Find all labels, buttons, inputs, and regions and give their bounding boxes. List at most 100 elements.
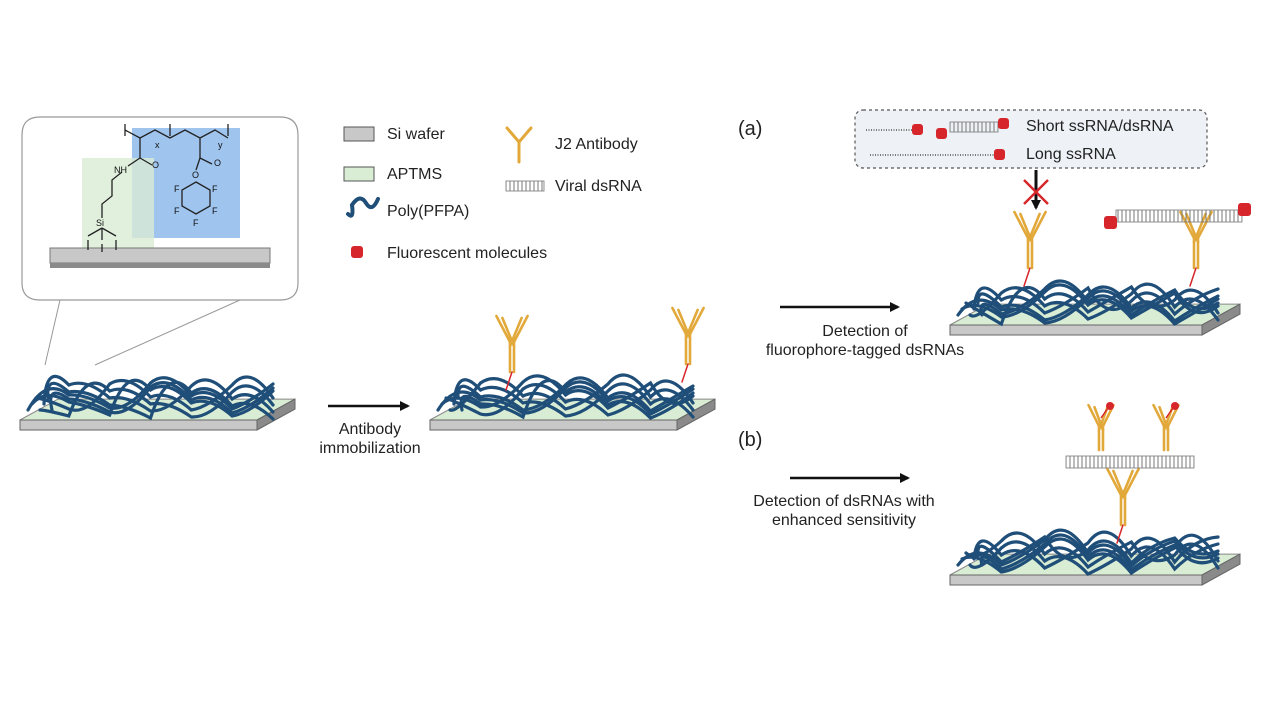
step-antibody-immobilization-line-1: Antibody [338, 421, 402, 438]
legend-viral-dsrna: Viral dsRNA [555, 178, 642, 195]
antibody-2-immobilized [671, 306, 705, 383]
wafer-side [1201, 303, 1241, 336]
poly-pfpa-chain [452, 378, 695, 419]
step-detection-tagged-line-2: fluorophore-tagged dsRNAs [765, 342, 965, 360]
surfaces [19, 279, 1241, 586]
poly-pfpa-chain [46, 380, 275, 421]
poly-pfpa-chain [30, 378, 275, 418]
poly-pfpa-chain [49, 381, 275, 415]
poly-pfpa-chain [38, 381, 275, 419]
inset-wafer-side [50, 263, 270, 268]
step-antibody-immobilization: Antibody immobilization [318, 420, 422, 458]
poly-pfpa-chain [448, 373, 695, 412]
poly-pfpa-chain [968, 282, 1220, 322]
poly-pfpa-chain [26, 376, 275, 412]
viral-dsrna-legend-icon [505, 180, 545, 192]
fluorophore-icon [351, 246, 363, 258]
ssrna-box-frame [854, 109, 1208, 169]
chem-o-label-3: O [192, 170, 200, 180]
legend-icons [343, 126, 545, 258]
wafer-side [676, 398, 716, 431]
poly-pfpa-chain [34, 375, 275, 412]
poly-pfpa-chain [960, 533, 1220, 576]
legend-si-wafer: Si wafer [387, 126, 445, 143]
inset-wafer [49, 247, 271, 264]
step-antibody-immobilization-line-2: immobilization [319, 440, 421, 458]
chem-f-label-2: F [212, 184, 218, 194]
chem-f-label-3: F [174, 206, 180, 216]
poly-pfpa-chain [960, 283, 1220, 321]
short-dsrna-fluorophore-left [936, 128, 947, 139]
box-short-ssrna-dsrna: Short ssRNA/dsRNA [1026, 118, 1174, 135]
polymer-backbone [87, 124, 229, 252]
dsrna-a-fluorophore-left [1104, 216, 1117, 229]
chem-f-label-1: F [174, 184, 180, 194]
legend-poly-pfpa: Poly(PFPA) [387, 203, 470, 220]
step-detection-tagged: Detection of fluorophore-tagged dsRNAs [756, 322, 974, 360]
poly-pfpa-chain [972, 530, 1220, 572]
j2-antibody-legend-icon [505, 126, 533, 164]
short-dsrna [949, 121, 999, 133]
poly-pfpa-chain [968, 535, 1220, 576]
antibody-b-secondary-1 [1087, 403, 1115, 452]
wafer-side [1201, 553, 1241, 586]
legend-fluorescent: Fluorescent molecules [387, 245, 548, 262]
antibodies [495, 210, 1213, 544]
poly-pfpa-chain [956, 528, 1220, 569]
block-cross-2 [1023, 179, 1049, 205]
box-long-ssrna: Long ssRNA [1026, 146, 1116, 163]
captured-dsrna-a [1104, 203, 1251, 229]
aptms-swatch [343, 166, 375, 182]
antibody-a-right [1179, 210, 1213, 287]
chemistry-inset [21, 116, 299, 366]
dsrna-a [1115, 209, 1243, 223]
dsrna-b [1065, 455, 1195, 469]
inset-callout-line-left [44, 299, 61, 366]
poly-pfpa-chain [440, 374, 695, 410]
antibody-b-secondary-2 [1152, 403, 1180, 452]
panel-label-a: (a) [738, 118, 763, 140]
dsrna-a-fluorophore-right [1238, 203, 1251, 216]
poly-pfpa-chain [979, 533, 1220, 573]
aptms-highlight [82, 158, 154, 250]
poly-pfpa-chain [444, 379, 695, 417]
poly-pfpa-chain [964, 531, 1220, 570]
step-detection-tagged-line-1: Detection of [822, 323, 908, 340]
fluorophore-linker-1 [1100, 407, 1109, 419]
poly-pfpa-chain [42, 374, 275, 414]
poly-pfpa-chain [976, 285, 1220, 324]
chem-si-label: Si [96, 218, 105, 228]
short-ssrna-fluorophore [912, 124, 923, 135]
step-detection-sensitivity-line-1: Detection of dsRNAs with [753, 493, 935, 510]
poly-pfpa-chain [979, 279, 1220, 318]
antibody-1-immobilized [495, 314, 529, 391]
ssrna-box [854, 109, 1208, 210]
antibody-a-left [1013, 210, 1047, 287]
short-dsrna-fluorophore-right [998, 118, 1009, 129]
surface-initial [19, 374, 296, 431]
fluorophore-linker-2 [1165, 407, 1174, 419]
wafer-front [429, 419, 678, 431]
panel-label-b: (b) [738, 429, 763, 451]
chem-x-label: x [155, 140, 160, 150]
surface-detection-b [949, 528, 1241, 586]
chem-o-label-2: O [214, 158, 222, 168]
poly-pfpa-chain [972, 285, 1220, 317]
step-detection-sensitivity: Detection of dsRNAs with enhanced sensit… [734, 492, 954, 530]
chem-y-label: y [218, 140, 223, 150]
step-detection-sensitivity-line-2: enhanced sensitivity [771, 512, 917, 530]
surface-detection-a [949, 279, 1241, 336]
wafer-front [19, 419, 258, 431]
chem-o-label-1: O [152, 160, 160, 170]
si-wafer-swatch [343, 126, 375, 142]
poly-pfpa-chain [964, 284, 1220, 327]
poly-pfpa-chain [976, 534, 1220, 566]
poly-pfpa-chain [456, 376, 695, 414]
poly-pfpa-chain [459, 379, 695, 420]
wafer-front [949, 324, 1203, 336]
antibody-b-capture [1106, 467, 1140, 544]
process-arrows [328, 302, 910, 483]
chem-f-label-5: F [193, 218, 199, 228]
